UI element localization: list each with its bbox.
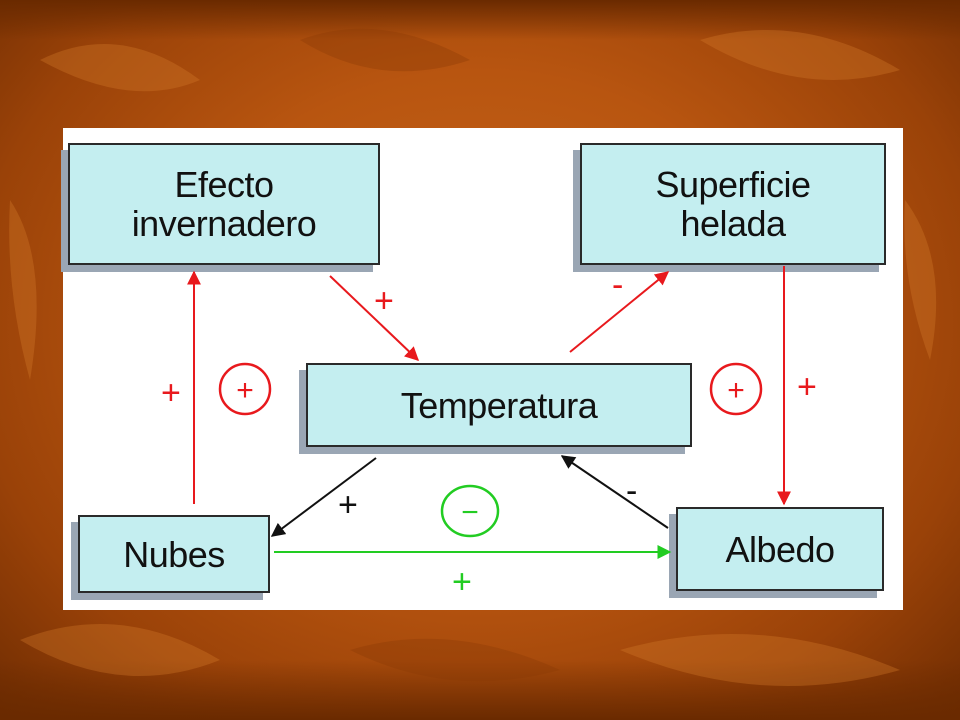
node-albedo: Albedo <box>676 507 884 591</box>
sign-temperature-to-clouds: + <box>338 486 358 524</box>
sign-temperature-to-ice: - <box>612 266 623 304</box>
sign-clouds-to-greenhouse: + <box>161 374 181 412</box>
node-ice-surface: Superficie helada <box>580 143 886 265</box>
sign-clouds-to-albedo: + <box>452 563 472 601</box>
loop-left-reinforcing: + <box>218 362 272 416</box>
arrow-temperature-to-clouds <box>270 457 377 537</box>
arrow-temperature-to-ice <box>569 271 670 353</box>
loop-right-reinforcing: + <box>709 362 763 416</box>
node-greenhouse-effect: Efecto invernadero <box>68 143 380 265</box>
sign-ice-to-albedo: + <box>797 368 817 406</box>
node-greenhouse-effect-label: Efecto invernadero <box>131 164 317 244</box>
node-temperature-label: Temperatura <box>400 384 598 426</box>
node-temperature: Temperatura <box>306 363 692 447</box>
loop-left-sign: + <box>236 374 254 407</box>
sign-greenhouse-to-temperature: + <box>374 282 394 320</box>
loop-bottom-sign: − <box>461 496 479 529</box>
arrow-albedo-to-temperature <box>560 455 669 529</box>
node-clouds: Nubes <box>78 515 270 593</box>
loop-right-sign: + <box>727 374 745 407</box>
background-top-shade <box>0 0 960 40</box>
node-albedo-label: Albedo <box>725 528 835 570</box>
sign-albedo-to-temperature: - <box>626 472 637 510</box>
node-clouds-label: Nubes <box>123 533 225 575</box>
arrow-greenhouse-to-temperature <box>329 275 420 361</box>
loop-bottom-balancing: − <box>440 484 500 538</box>
background-bottom-shade <box>0 660 960 720</box>
node-ice-surface-label: Superficie helada <box>655 164 811 244</box>
